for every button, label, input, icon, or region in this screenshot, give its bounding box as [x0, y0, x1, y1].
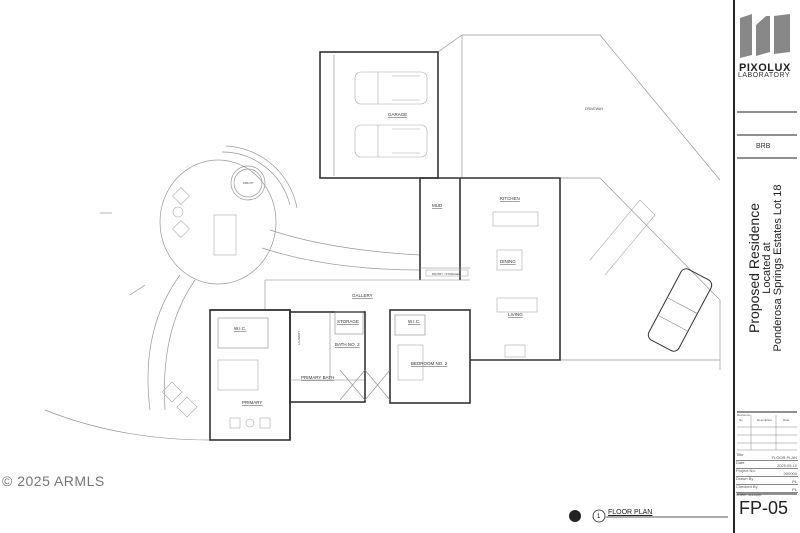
- room-label-living: LIVING: [508, 312, 523, 317]
- revisions-header: Revisions: [737, 413, 751, 417]
- room-label-pantry: PANTRY / STORAGE: [432, 272, 459, 276]
- north-symbol-icon: [569, 510, 581, 522]
- car-icon: [354, 71, 428, 105]
- room-label-bedroom2: BEDROOM NO. 2: [411, 361, 448, 366]
- room-label-primary: PRIMARY: [242, 400, 262, 405]
- arrow-marker: [129, 284, 146, 296]
- patio: [44, 145, 421, 441]
- drawing-number: 1: [597, 514, 601, 520]
- room-label-storage: STORAGE: [337, 319, 359, 324]
- room-label-kitchen: KITCHEN: [500, 196, 520, 201]
- room-label-wic-primary: W.I.C.: [234, 326, 246, 331]
- title-block: [733, 0, 800, 533]
- room-label-primary-bath: PRIMARY BATH: [301, 375, 334, 380]
- firm-name: PIXOLUX: [739, 62, 791, 74]
- room-label-wic-bedroom2: W.I.C.: [408, 319, 420, 324]
- garage: [319, 51, 439, 179]
- field-project-no: Project No.000000: [736, 468, 798, 477]
- room-label-garage: GARAGE: [388, 112, 407, 117]
- drawing-title: FLOOR PLAN: [608, 509, 653, 516]
- sheet-number: FP-05: [739, 498, 789, 518]
- firm-subtitle: LABORATORY: [738, 72, 791, 79]
- initials: BRB: [756, 143, 771, 150]
- project-title-main: Proposed Residence: [746, 203, 763, 333]
- project-site: Ponderosa Springs Estates Lot 18: [772, 184, 785, 352]
- house-walls: [209, 177, 561, 441]
- truck-icon: [647, 268, 713, 352]
- fire-pit-label: FIRE PIT: [243, 181, 254, 185]
- copyright-watermark: © 2025 ARMLS: [2, 473, 105, 489]
- field-sheet-number: Sheet Number: [736, 492, 762, 497]
- room-label-mud: MUD: [432, 203, 443, 208]
- project-title: Proposed Residence Located at Ponderosa …: [746, 184, 785, 352]
- room-label-gallery: GALLERY: [352, 293, 373, 298]
- rev-col-date: Date: [783, 418, 790, 422]
- drawing-title-block: 1: [569, 509, 728, 523]
- room-label-laundry: LAUNDRY: [297, 331, 301, 345]
- room-label-dining: DINING: [500, 259, 516, 264]
- driveway-outline: [437, 34, 721, 370]
- car-icon: [354, 124, 428, 158]
- rev-col-no: No.: [739, 418, 744, 422]
- room-label-bath2: BATH NO. 2: [335, 342, 360, 347]
- driveway-label: DRIVEWAY: [585, 107, 604, 111]
- rev-col-description: Description: [757, 418, 773, 422]
